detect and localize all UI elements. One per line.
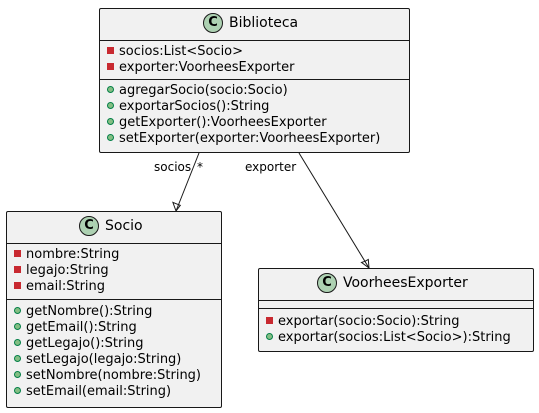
operation: getLegajo():String (14, 336, 221, 352)
operation: getEmail():String (14, 320, 221, 336)
public-visibility-icon (107, 86, 114, 93)
public-visibility-icon (107, 118, 114, 125)
operation-text: exportar(socio:Socio):String (278, 314, 460, 329)
class-header: C Socio (7, 212, 221, 242)
operation-text: getExporter():VoorheesExporter (119, 115, 327, 130)
operation: setExporter(exporter:VoorheesExporter) (107, 131, 409, 147)
divider (100, 40, 409, 41)
class-header: C Biblioteca (100, 9, 409, 39)
arrow-head-voorhees (360, 258, 370, 270)
operation-text: exportarSocios():String (119, 99, 270, 114)
public-visibility-icon (14, 323, 21, 330)
edge-label-multiplicity: * (197, 160, 203, 174)
class-stereotype-icon: C (203, 13, 223, 33)
operation: exportar(socio:Socio):String (266, 314, 533, 330)
edge-biblioteca-voorhees (298, 152, 370, 269)
edge-label-role: socios (154, 160, 192, 174)
attribute: exporter:VoorheesExporter (107, 60, 409, 76)
public-visibility-icon (107, 134, 114, 141)
operation: getNombre():String (14, 304, 221, 320)
class-voorhees-exporter[interactable]: C VoorheesExporter exportar(socio:Socio)… (258, 268, 534, 352)
operation-text: agregarSocio(socio:Socio) (119, 83, 288, 98)
public-visibility-icon (14, 387, 21, 394)
private-visibility-icon (14, 266, 21, 273)
operation-text: exportar(socios:List<Socio>):String (278, 330, 511, 345)
divider (259, 308, 533, 309)
operation-text: getNombre():String (26, 304, 153, 319)
operation: getExporter():VoorheesExporter (107, 115, 409, 131)
operation: setLegajo(legajo:String) (14, 352, 221, 368)
attribute-text: socios:List<Socio> (119, 44, 244, 59)
private-visibility-icon (14, 282, 21, 289)
attribute: socios:List<Socio> (107, 44, 409, 60)
attribute-text: nombre:String (26, 247, 120, 262)
private-visibility-icon (107, 47, 114, 54)
public-visibility-icon (107, 102, 114, 109)
class-stereotype-icon: C (317, 273, 337, 293)
attributes-section: nombre:String legajo:String email:String (14, 247, 221, 295)
operation-text: setLegajo(legajo:String) (26, 352, 182, 367)
operation: setNombre(nombre:String) (14, 368, 221, 384)
operation-text: getEmail():String (26, 320, 137, 335)
private-visibility-icon (14, 250, 21, 257)
class-name: VoorheesExporter (343, 275, 468, 291)
private-visibility-icon (107, 63, 114, 70)
operation: setEmail(email:String) (14, 384, 221, 400)
divider (100, 79, 409, 80)
attribute: email:String (14, 279, 221, 295)
class-socio[interactable]: C Socio nombre:String legajo:String emai… (6, 211, 222, 408)
attribute-text: legajo:String (26, 263, 109, 278)
class-stereotype-icon: C (79, 216, 99, 236)
operation-text: setExporter(exporter:VoorheesExporter) (119, 131, 381, 146)
public-visibility-icon (14, 307, 21, 314)
divider (7, 243, 221, 244)
operation-text: setEmail(email:String) (26, 384, 172, 399)
class-header: C VoorheesExporter (259, 269, 533, 299)
attributes-section: socios:List<Socio> exporter:VoorheesExpo… (107, 44, 409, 76)
operation-text: setNombre(nombre:String) (26, 368, 202, 383)
operations-section: agregarSocio(socio:Socio) exportarSocios… (107, 83, 409, 147)
public-visibility-icon (14, 371, 21, 378)
operation: exportar(socios:List<Socio>):String (266, 330, 533, 346)
operation: agregarSocio(socio:Socio) (107, 83, 409, 99)
operations-section: exportar(socio:Socio):String exportar(so… (266, 314, 533, 346)
edge-label-role: exporter (245, 160, 297, 174)
public-visibility-icon (266, 333, 273, 340)
class-name: Biblioteca (229, 15, 299, 31)
edge-biblioteca-socio (175, 152, 200, 212)
operation-text: getLegajo():String (26, 336, 144, 351)
attribute-text: email:String (26, 279, 106, 294)
operations-section: getNombre():String getEmail():String get… (14, 304, 221, 400)
divider (259, 300, 533, 301)
public-visibility-icon (14, 355, 21, 362)
arrow-head-socio (172, 201, 182, 213)
attribute: legajo:String (14, 263, 221, 279)
class-name: Socio (105, 218, 143, 234)
attribute-text: exporter:VoorheesExporter (119, 60, 295, 75)
attribute: nombre:String (14, 247, 221, 263)
private-visibility-icon (266, 317, 273, 324)
public-visibility-icon (14, 339, 21, 346)
divider (7, 299, 221, 300)
operation: exportarSocios():String (107, 99, 409, 115)
class-biblioteca[interactable]: C Biblioteca socios:List<Socio> exporter… (99, 8, 410, 153)
